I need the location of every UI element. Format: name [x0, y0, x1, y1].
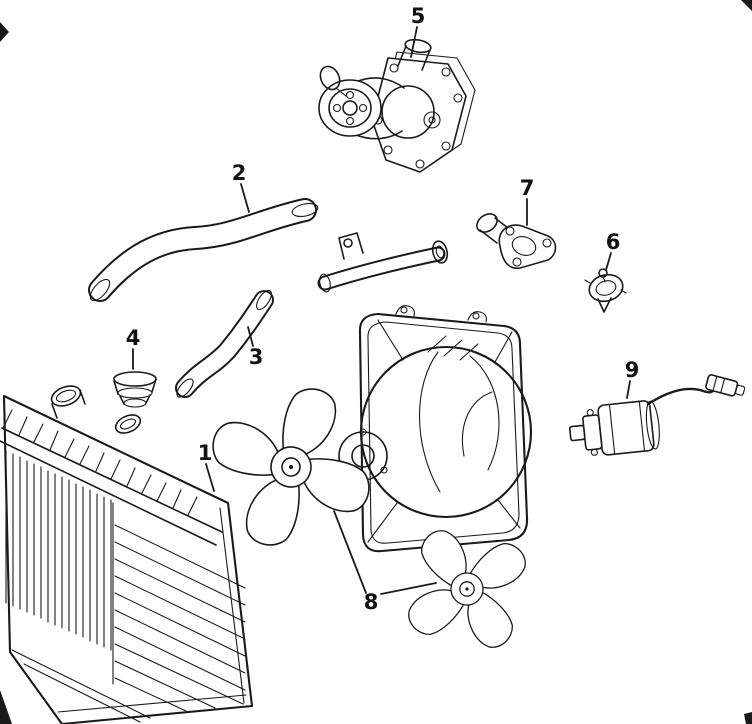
leader-8b [380, 582, 437, 595]
scan-artifact [0, 690, 12, 724]
radiator-cap [113, 371, 157, 408]
callout-8: 8 [364, 590, 379, 614]
pump-pulley [318, 79, 382, 137]
scan-artifact [0, 22, 9, 42]
shroud-interior-detail [419, 335, 500, 493]
callout-9: 9 [625, 358, 640, 382]
radiator-core-fins [5, 450, 112, 651]
hose-end-opening [89, 278, 111, 302]
leader-lines [132, 26, 631, 595]
motor-wire [646, 387, 716, 406]
radiator-tank-ribs [2, 409, 198, 516]
wire-connector [705, 374, 746, 397]
hose-end-opening [256, 289, 272, 311]
scan-artifact [744, 712, 752, 724]
leader-9 [626, 380, 631, 399]
callout-4: 4 [126, 326, 141, 350]
radiator [0, 385, 254, 724]
leader-5 [410, 26, 418, 58]
leader-2 [240, 183, 250, 213]
callout-6: 6 [606, 230, 621, 254]
fan-blade-left [212, 388, 370, 546]
water-inlet-pipe [317, 232, 449, 293]
shroud-outline [358, 312, 529, 553]
radiator-side-rail [11, 507, 247, 723]
fan-blade-right [408, 530, 526, 648]
callout-1: 1 [198, 441, 213, 465]
callout-2: 2 [232, 161, 247, 185]
shroud-corner-webs [367, 319, 521, 543]
fan-motor [568, 374, 746, 456]
radiator-inlet-port [50, 385, 86, 419]
upper-radiator-hose [88, 198, 319, 302]
shroud-opening [359, 345, 533, 519]
hose-end-opening [176, 378, 194, 398]
radiator-outline [2, 394, 254, 724]
water-outlet [476, 213, 557, 270]
lower-radiator-hose [175, 289, 274, 398]
water-pump [318, 38, 476, 173]
scan-artifact [741, 0, 752, 11]
outlet-flange [498, 224, 557, 270]
callout-7: 7 [520, 176, 535, 200]
radiator-filler-neck [114, 414, 142, 434]
leader-8a [333, 510, 367, 594]
leader-3 [247, 326, 254, 347]
pump-upper-neck [397, 38, 432, 71]
leader-6 [605, 252, 612, 271]
callout-labels: 1 2 3 4 5 6 7 8 9 [126, 4, 640, 614]
motor-front-flange [582, 414, 603, 451]
shroud-inner-line [367, 321, 520, 544]
pump-side-stub [319, 65, 347, 97]
pipe-flange [431, 240, 449, 264]
radiator-core-tubes [112, 502, 246, 712]
leader-1 [205, 463, 215, 492]
line-art [0, 26, 746, 724]
thermostat [584, 268, 627, 313]
pipe-bracket [338, 232, 364, 260]
motor-shaft [568, 424, 586, 442]
radiator-tank-lines [0, 427, 223, 546]
pump-mounting-plate [371, 57, 467, 173]
motor-body [597, 400, 655, 456]
callout-5: 5 [411, 4, 426, 28]
fan-shroud [338, 305, 533, 556]
callout-3: 3 [249, 345, 264, 369]
hose-end-opening [291, 202, 319, 218]
